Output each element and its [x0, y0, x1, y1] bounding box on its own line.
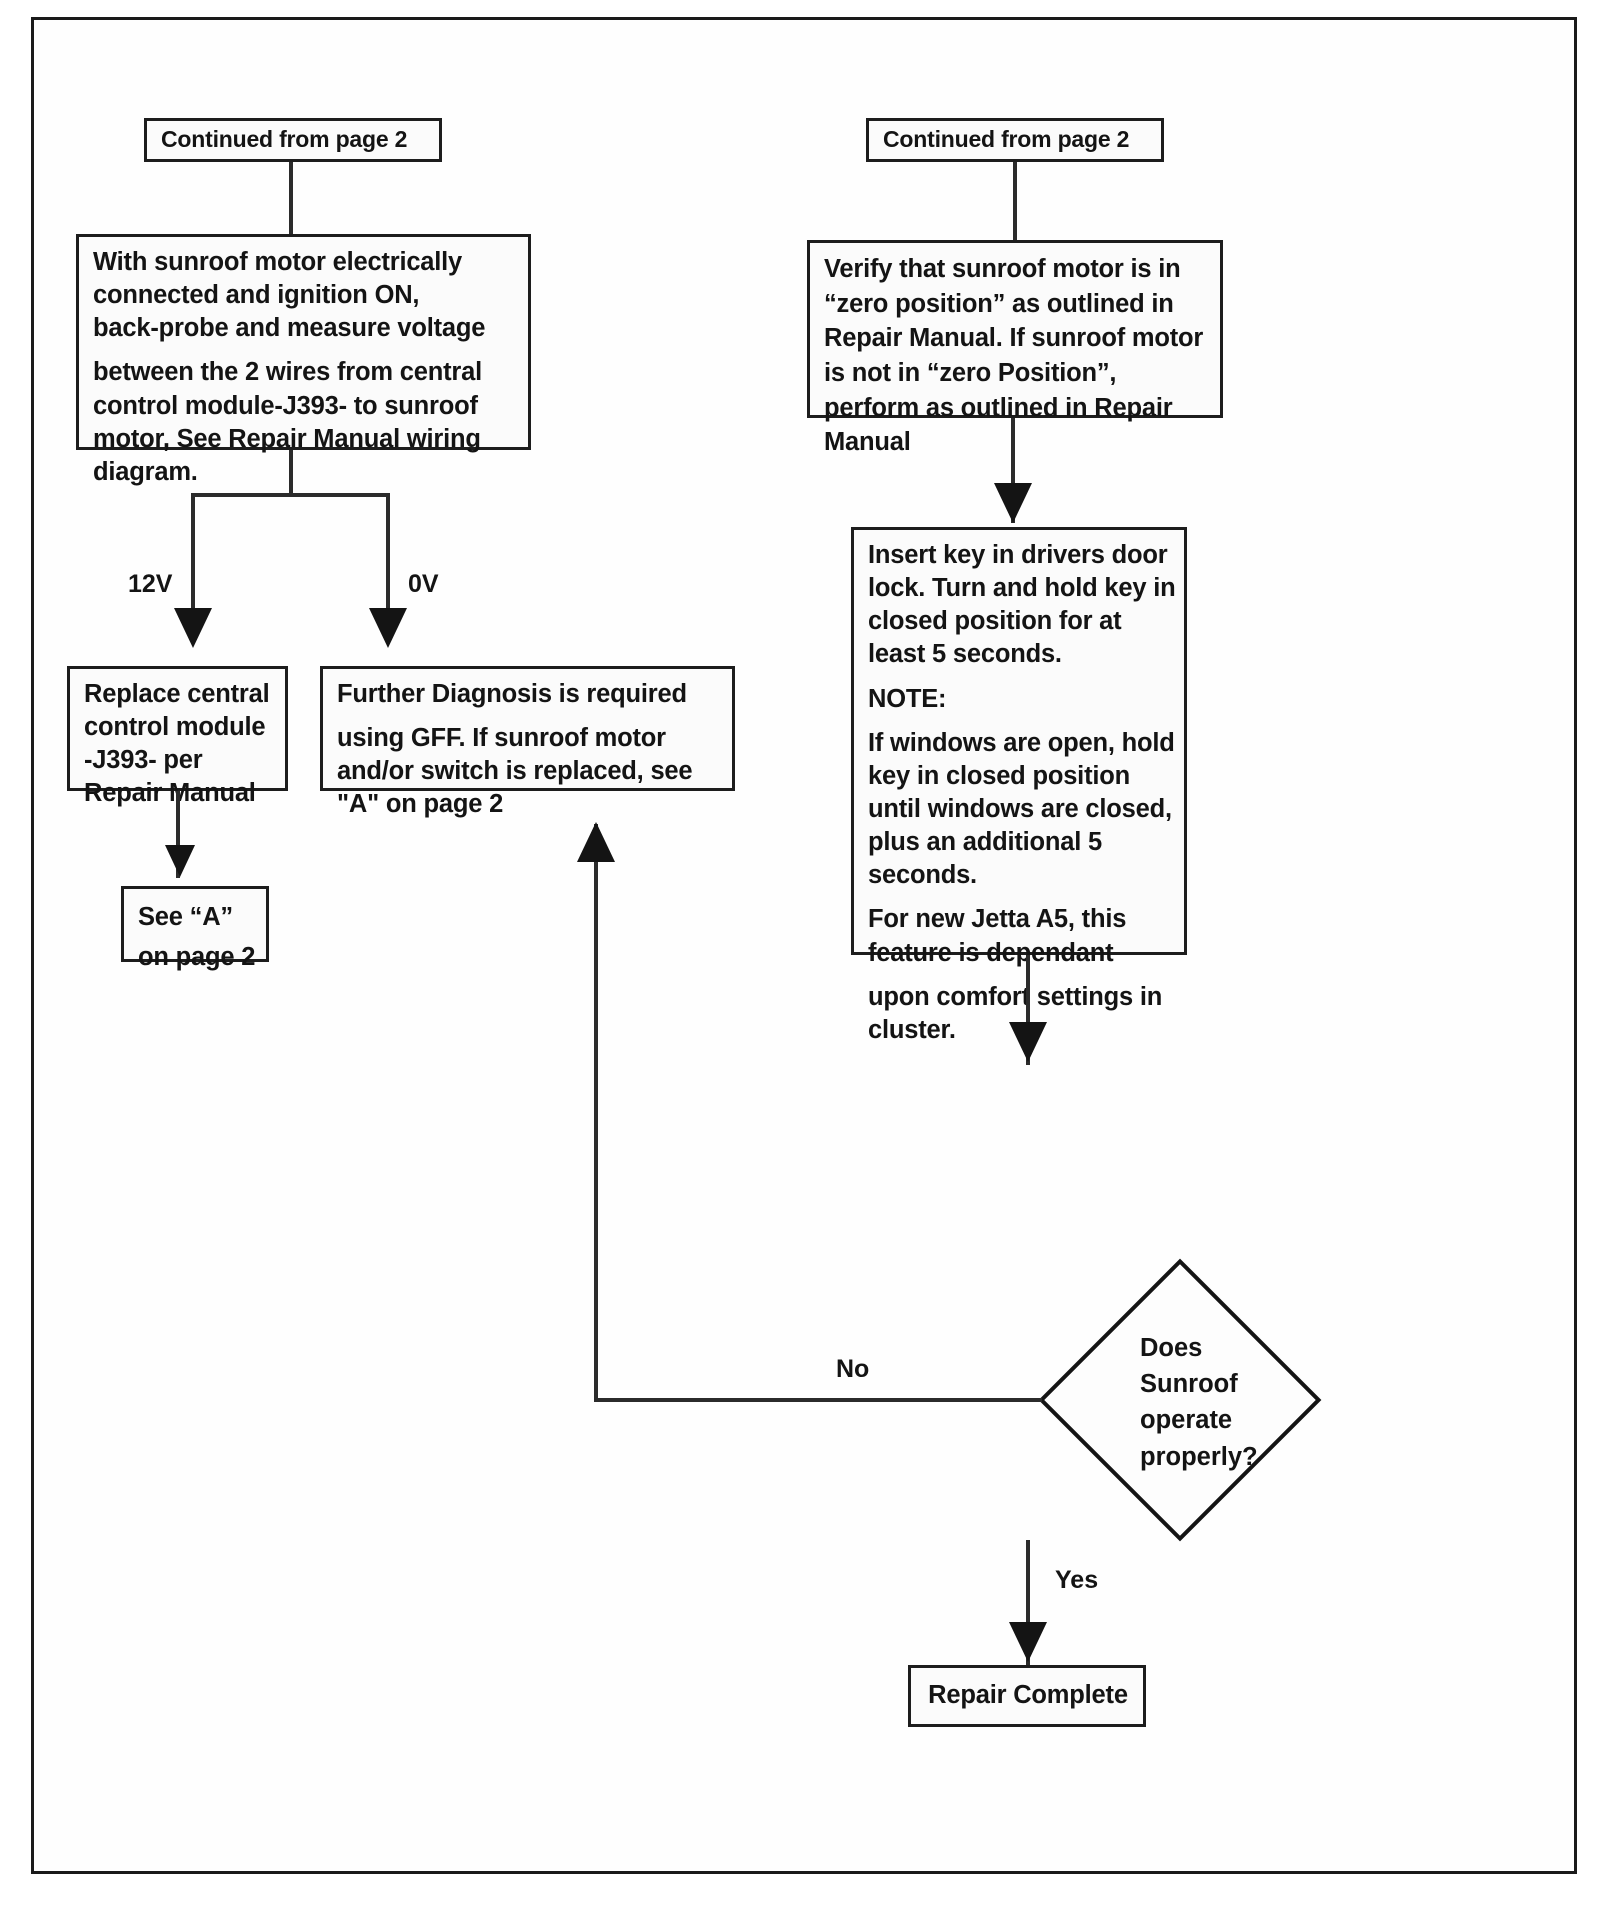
connector-0v-drop: [386, 493, 390, 612]
edge-label-0v: 0V: [408, 570, 439, 598]
arrowhead-to-further-box: [369, 608, 407, 648]
repair-complete-label: Repair Complete: [928, 1681, 1128, 1710]
connector-no-vertical: [594, 824, 598, 1402]
see-a-on-page-2-box: See “A” on page 2: [121, 886, 269, 971]
connector-verify-to-insert-key: [1011, 418, 1015, 523]
further-paragraph-2: using GFF. If sunroof motor and/or switc…: [337, 724, 693, 819]
insert-key-paragraph-2: If windows are open, hold key in closed …: [868, 728, 1175, 890]
edge-label-12v: 12V: [128, 570, 173, 598]
connector-replace-to-see-a: [176, 791, 180, 878]
insert-key-note-heading: NOTE:: [868, 684, 947, 713]
right-continued-from-page-2-box: Continued from page 2: [866, 118, 1164, 162]
left-continued-from-page-2-box: Continued from page 2: [144, 118, 442, 162]
measure-paragraph-1: With sunroof motor electrically connecte…: [93, 248, 486, 343]
further-paragraph-1: Further Diagnosis is required: [337, 680, 687, 708]
connector-right-continued-to-verify: [1013, 162, 1017, 240]
right-continued-label: Continued from page 2: [883, 126, 1130, 153]
connector-insert-key-to-decision: [1026, 955, 1030, 1065]
insert-key-paragraph-3: For new Jetta A5, this feature is depend…: [868, 905, 1127, 967]
decision-label: Does Sunroof operate properly?: [1140, 1334, 1258, 1471]
arrowhead-no-to-further-box: [577, 822, 615, 862]
connector-no-horizontal: [594, 1398, 1042, 1402]
measure-voltage-box: With sunroof motor electrically connecte…: [76, 234, 531, 486]
edge-label-yes: Yes: [1055, 1566, 1099, 1594]
further-diagnosis-box: Further Diagnosis is required using GFF.…: [320, 666, 735, 818]
measure-paragraph-2: between the 2 wires from central control…: [93, 358, 482, 486]
connector-left-continued-to-measure: [289, 162, 293, 235]
arrowhead-to-insert-key-box: [994, 483, 1032, 523]
replace-central-control-module-box: Replace central control module -J393- pe…: [67, 666, 288, 807]
arrowhead-to-decision: [1009, 1022, 1047, 1062]
edge-label-no: No: [836, 1355, 870, 1383]
left-continued-label: Continued from page 2: [161, 126, 408, 153]
arrowhead-to-see-a-box: [165, 845, 195, 877]
arrowhead-to-replace-box: [174, 608, 212, 648]
insert-key-box: Insert key in drivers door lock. Turn an…: [851, 527, 1187, 1044]
verify-zero-position-box: Verify that sunroof motor is in “zero po…: [807, 240, 1223, 456]
connector-yes-vertical: [1026, 1540, 1030, 1665]
insert-key-paragraph-4: upon comfort settings in cluster.: [868, 982, 1163, 1044]
repair-complete-box: Repair Complete: [908, 1665, 1146, 1727]
arrowhead-yes-to-repair-complete: [1009, 1622, 1047, 1662]
connector-measure-stem: [289, 450, 293, 496]
insert-key-paragraph-1: Insert key in drivers door lock. Turn an…: [868, 541, 1176, 669]
connector-measure-split-bar: [191, 493, 390, 497]
connector-12v-drop: [191, 493, 195, 612]
